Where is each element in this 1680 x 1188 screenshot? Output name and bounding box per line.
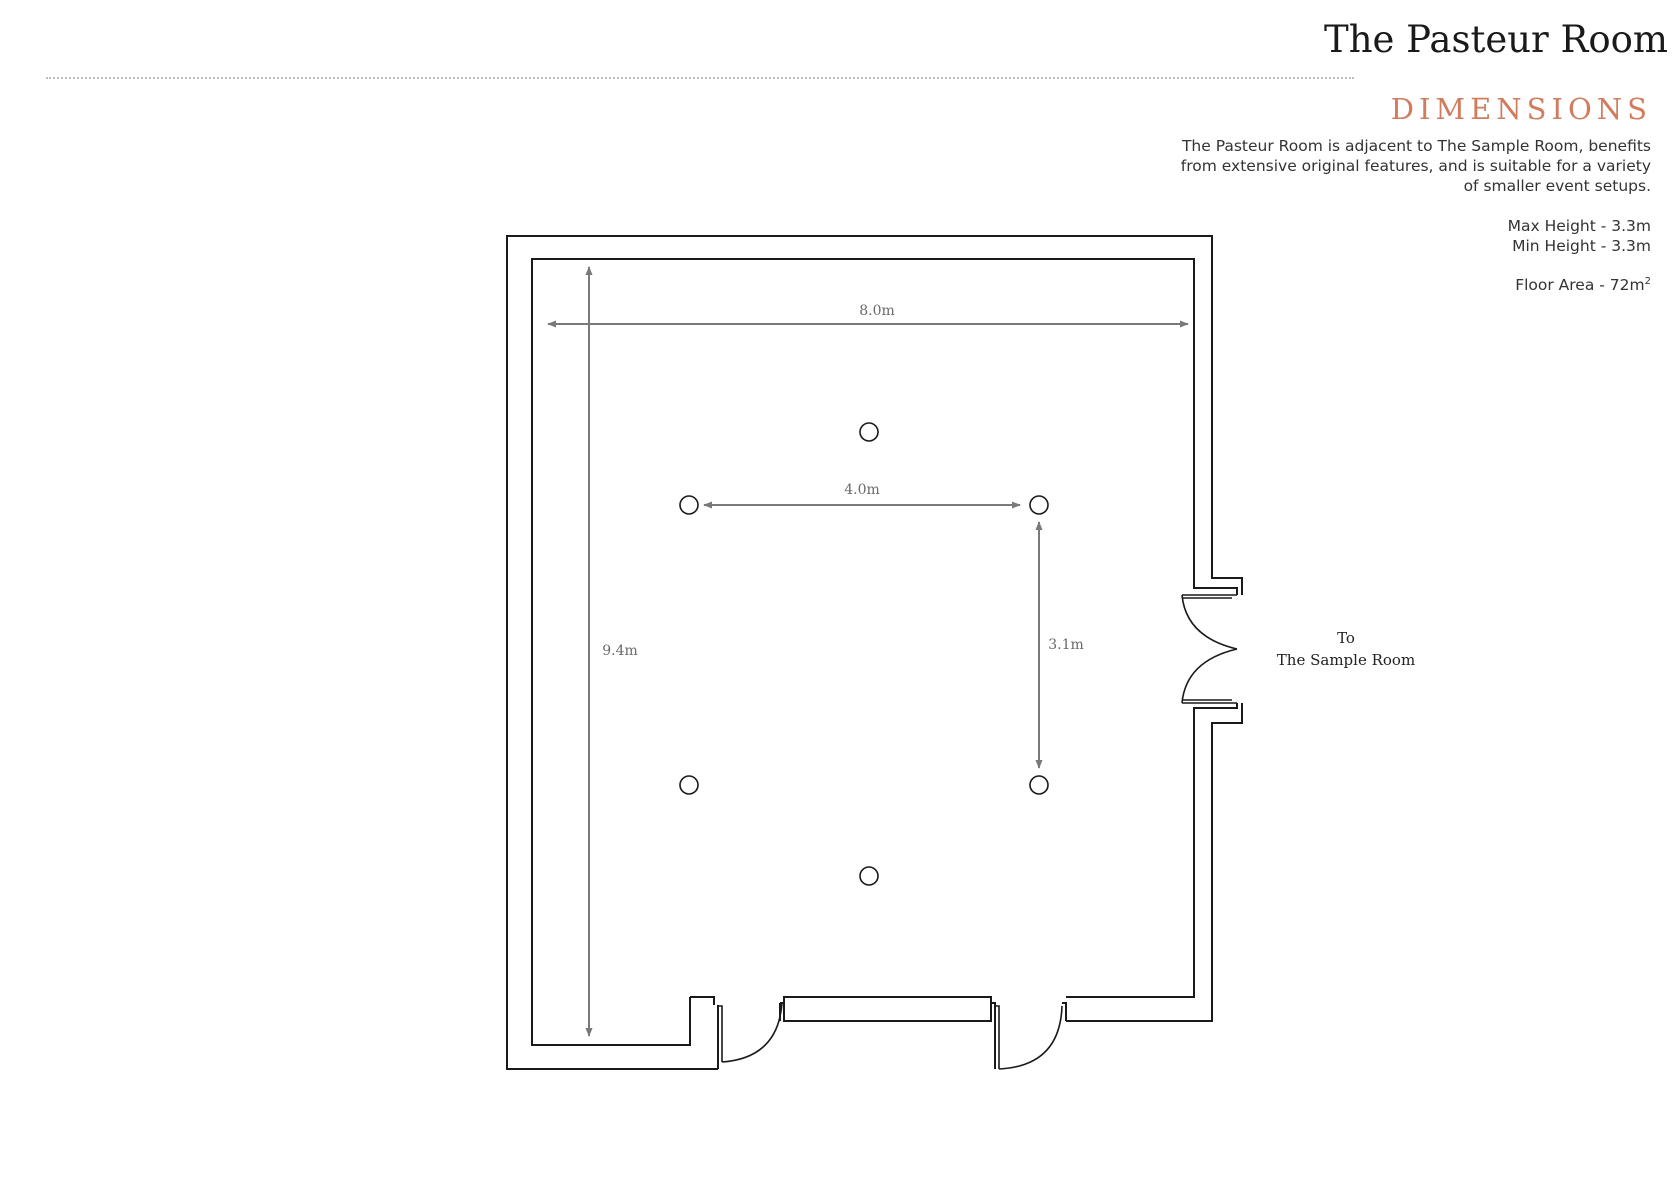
max-height: Max Height - 3.3m (1507, 217, 1651, 235)
column-top (859, 422, 879, 442)
dim-label-depth: 9.4m (602, 643, 638, 659)
column-lower-left (679, 775, 699, 795)
door-label-line2: The Sample Room (1277, 651, 1415, 669)
dim-label-col-y: 3.1m (1048, 637, 1084, 653)
doors (718, 594, 1238, 1070)
inner-wall (531, 258, 1238, 1046)
column-upper-left (679, 495, 699, 515)
door-label-line1: To (1337, 629, 1355, 647)
jamb-mid (991, 1002, 1067, 1069)
column-lower-right (1029, 775, 1049, 795)
column-bottom (859, 866, 879, 886)
inner-wall-lower-right (1066, 703, 1238, 998)
door-bottom-middle (995, 1005, 1063, 1070)
min-height: Min Height - 3.3m (1512, 237, 1651, 255)
door-bottom-left (718, 1002, 783, 1063)
door-jamb-left (690, 996, 719, 1069)
outer-wall-lower-right (1066, 703, 1243, 1022)
floor-area: Floor Area - 72m2 (1171, 275, 1651, 295)
floor-area-value: Floor Area - 72m (1515, 276, 1645, 294)
dimension-lines (547, 266, 1189, 1037)
divider-rule (46, 77, 1354, 79)
room-description: The Pasteur Room is adjacent to The Samp… (1180, 137, 1651, 195)
window-block (783, 996, 992, 1022)
door-right-upper (1181, 594, 1238, 650)
page-title: The Pasteur Room (1324, 18, 1668, 61)
outer-wall (506, 235, 1243, 1070)
floor-area-unit-sup: 2 (1644, 275, 1651, 287)
door-right-lower (1181, 648, 1238, 704)
column-upper-right (1029, 495, 1049, 515)
dim-label-width: 8.0m (859, 303, 895, 319)
walls (506, 235, 1243, 1070)
dim-label-col-x: 4.0m (844, 482, 880, 498)
columns (679, 422, 1049, 886)
room-info: The Pasteur Room is adjacent to The Samp… (1171, 136, 1651, 295)
section-heading: DIMENSIONS (1390, 92, 1652, 126)
